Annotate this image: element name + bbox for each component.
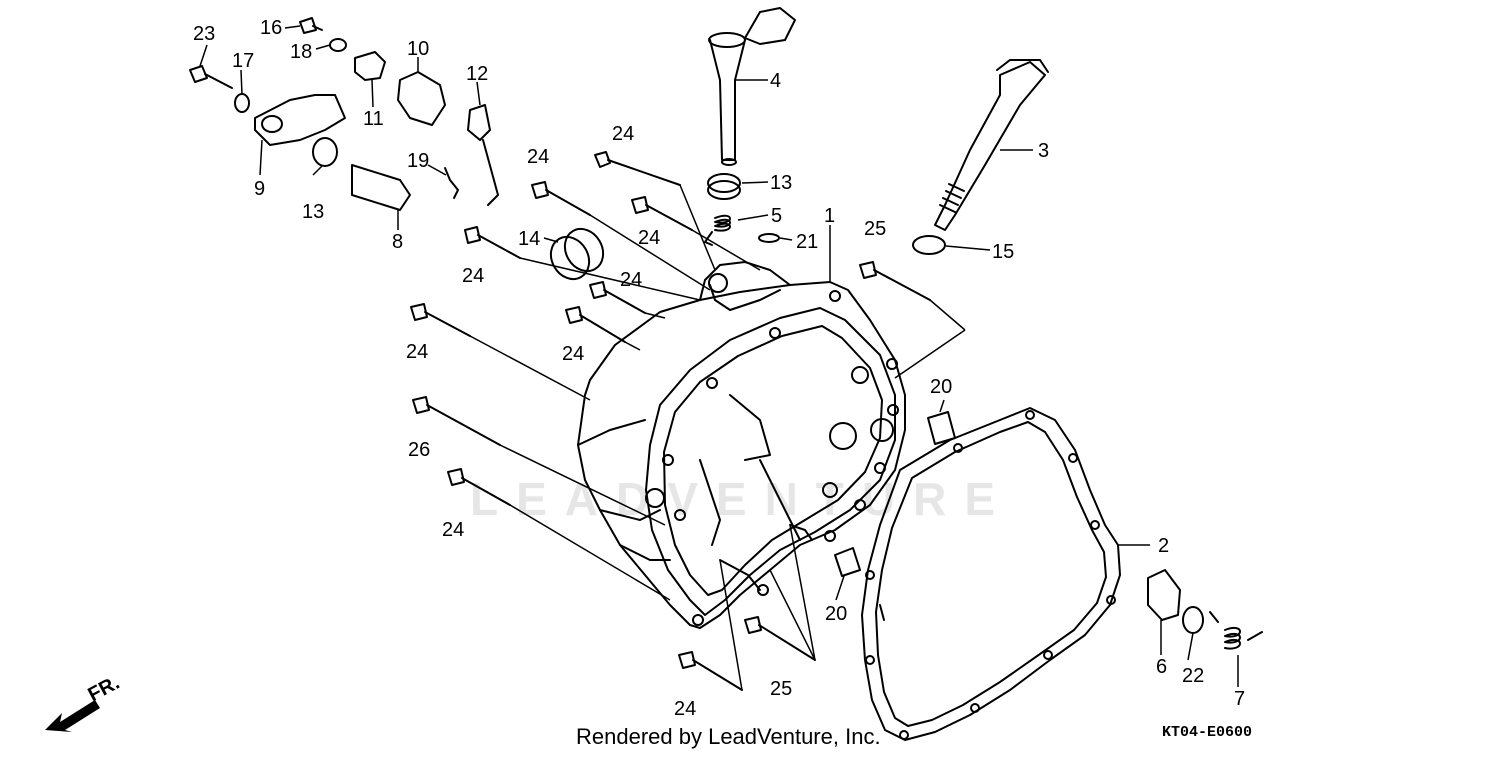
bolts (410, 151, 931, 691)
callout-14: 14 (518, 228, 540, 250)
spring-7 (1209, 611, 1263, 650)
callout-10: 10 (407, 38, 429, 60)
callout-24-h: 24 (442, 519, 464, 541)
gasket (861, 407, 1121, 741)
callout-19: 19 (407, 150, 429, 172)
arm-9 (254, 94, 346, 146)
callout-2: 2 (1158, 535, 1169, 557)
oil-dipstick (934, 59, 1049, 231)
washer-17 (234, 93, 250, 113)
callout-24-f: 24 (562, 343, 584, 365)
footer-credit: Rendered by LeadVenture, Inc. (576, 724, 881, 749)
washer-22 (1182, 606, 1204, 634)
arm-6 (1147, 569, 1181, 621)
callout-labels: 1 2 3 4 5 6 7 8 9 10 11 12 13 13 14 15 1… (193, 17, 1245, 720)
callout-22: 22 (1182, 665, 1204, 687)
callout-13-top: 13 (770, 172, 792, 194)
callout-4: 4 (770, 70, 781, 92)
bracket-10 (397, 71, 446, 126)
callout-5: 5 (771, 205, 782, 227)
callout-16: 16 (260, 17, 282, 39)
spring-5 (704, 214, 731, 246)
dowel-pins-20 (834, 411, 956, 577)
callout-25-a: 25 (864, 218, 886, 240)
callout-24-i: 24 (674, 698, 696, 720)
callout-11: 11 (363, 108, 384, 130)
callout-21: 21 (796, 231, 818, 253)
callout-9: 9 (254, 178, 265, 200)
callout-24-e: 24 (620, 269, 642, 291)
callout-24-d: 24 (462, 265, 484, 287)
callout-12: 12 (466, 63, 488, 85)
callout-18: 18 (290, 41, 312, 63)
callout-15: 15 (992, 241, 1014, 263)
callout-20-bottom: 20 (825, 603, 847, 625)
callout-24-a: 24 (612, 123, 634, 145)
callout-20-top: 20 (930, 376, 952, 398)
plate-11 (354, 51, 386, 81)
bolt-16 (299, 17, 323, 34)
callout-3: 3 (1038, 140, 1049, 162)
watermark: LEADVENTURE (470, 473, 1013, 525)
drawing-code: KT04-E0600 (1162, 724, 1253, 741)
callout-17: 17 (232, 50, 254, 72)
oil-seal-13-left (312, 137, 338, 167)
oil-seal-13-top (707, 173, 741, 200)
callout-8: 8 (392, 231, 403, 253)
front-arrow-icon (45, 700, 100, 732)
clip-21 (758, 233, 780, 243)
kick-spindle (708, 7, 796, 166)
callout-25-b: 25 (770, 678, 792, 700)
o-ring-15 (912, 235, 946, 255)
callout-24-c: 24 (638, 227, 660, 249)
shaft-8 (351, 164, 411, 211)
washer-18 (329, 38, 347, 52)
callout-24-g: 24 (406, 341, 428, 363)
clip-19 (444, 167, 459, 199)
callout-24-b: 24 (527, 146, 549, 168)
callout-6: 6 (1156, 656, 1167, 678)
bearing-14 (549, 227, 605, 281)
callout-26: 26 (408, 439, 430, 461)
callout-23: 23 (193, 23, 215, 45)
crankcase-cover (577, 261, 906, 629)
callout-1: 1 (824, 205, 835, 227)
bolt-23 (189, 65, 233, 89)
leader-lines (199, 25, 1239, 691)
switch-12 (467, 104, 499, 206)
callout-13-left: 13 (302, 201, 324, 223)
callout-7: 7 (1234, 688, 1245, 710)
